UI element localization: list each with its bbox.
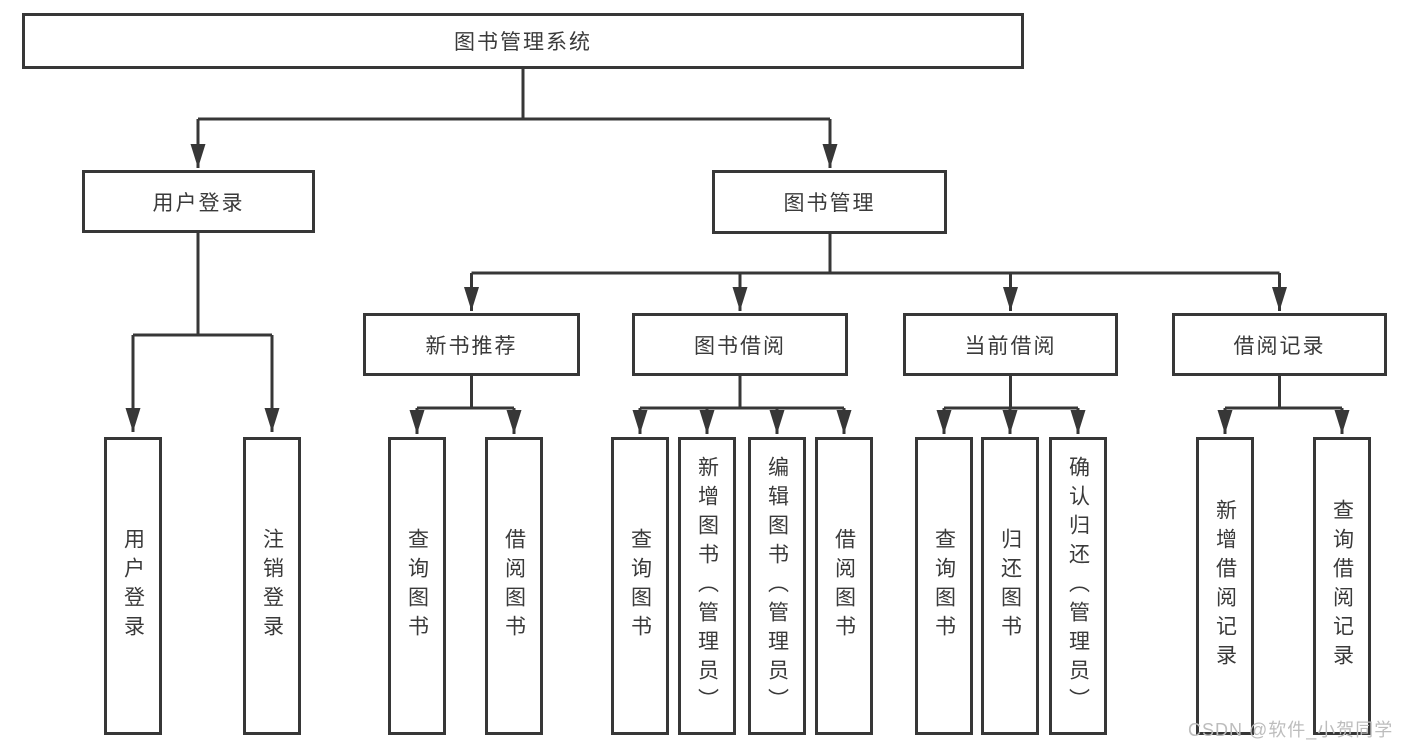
node-label: 新增借阅记录	[1213, 499, 1237, 673]
connector-lines	[133, 69, 1342, 410]
node-label: 确认归还（管理员）	[1066, 455, 1090, 717]
node-label: 新书推荐	[425, 334, 518, 358]
node-leaf-query-borrow-record: 查询借阅记录	[1313, 437, 1371, 735]
node-leaf-borrow-books-recommend: 借阅图书	[485, 437, 543, 735]
node-label: 图书管理	[783, 192, 876, 215]
node-leaf-borrow-books: 借阅图书	[815, 437, 873, 735]
csdn-watermark: CSDN @软件_小贺同学	[1188, 720, 1394, 740]
node-label: 用户登录	[152, 191, 245, 215]
node-label: 图书管理系统	[454, 31, 592, 54]
node-label: 查询图书	[405, 528, 429, 644]
node-current-borrowing: 当前借阅	[903, 313, 1118, 376]
node-user-login: 用户登录	[82, 170, 315, 233]
node-leaf-return-books: 归还图书	[981, 437, 1039, 735]
node-label: 新增图书（管理员）	[695, 455, 719, 717]
node-leaf-query-books-recommend: 查询图书	[388, 437, 446, 735]
node-leaf-query-books-borrow: 查询图书	[611, 437, 669, 735]
node-label: 当前借阅	[964, 334, 1057, 358]
node-label: 编辑图书（管理员）	[765, 455, 789, 717]
node-label: 用户登录	[121, 528, 145, 644]
node-new-book-recommendation: 新书推荐	[363, 313, 580, 376]
node-label: 查询借阅记录	[1330, 499, 1354, 673]
node-label: 借阅记录	[1233, 334, 1326, 358]
node-borrowing-records: 借阅记录	[1172, 313, 1387, 376]
node-label: 归还图书	[998, 528, 1022, 644]
node-book-management: 图书管理	[712, 170, 947, 234]
node-leaf-edit-books-admin: 编辑图书（管理员）	[748, 437, 806, 735]
node-label: 图书借阅	[694, 334, 786, 358]
node-label: 查询图书	[932, 528, 956, 644]
node-library-system: 图书管理系统	[22, 13, 1024, 69]
node-label: 借阅图书	[502, 528, 526, 644]
node-leaf-query-books-current: 查询图书	[915, 437, 973, 735]
node-leaf-add-books-admin: 新增图书（管理员）	[678, 437, 736, 735]
node-book-borrowing: 图书借阅	[632, 313, 848, 376]
node-leaf-logout: 注销登录	[243, 437, 301, 735]
node-label: 注销登录	[260, 528, 284, 644]
node-leaf-add-borrow-record: 新增借阅记录	[1196, 437, 1254, 735]
node-label: 借阅图书	[832, 528, 856, 644]
node-leaf-confirm-return-admin: 确认归还（管理员）	[1049, 437, 1107, 735]
node-label: 查询图书	[628, 528, 652, 644]
node-leaf-user-login: 用户登录	[104, 437, 162, 735]
